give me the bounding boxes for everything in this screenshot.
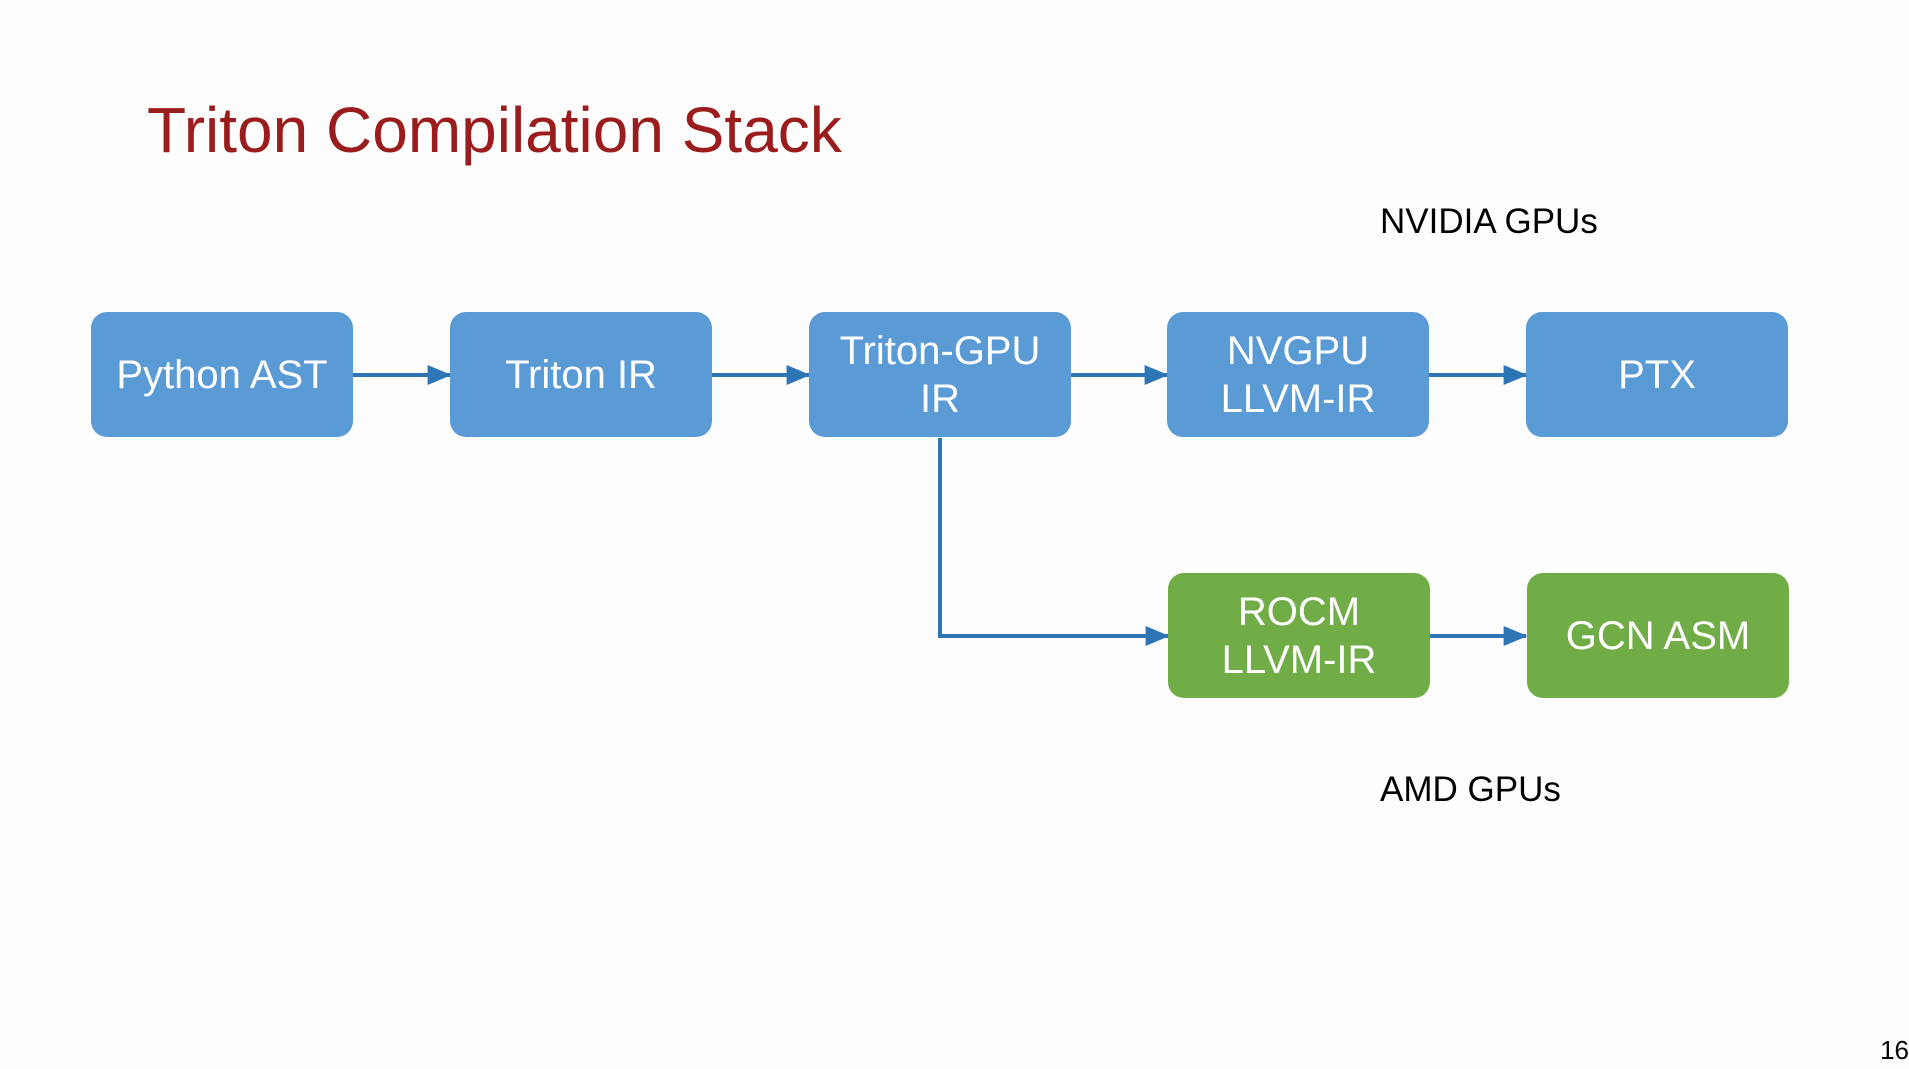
- node-nvgpu-llvm-ir: NVGPU LLVM-IR: [1167, 312, 1429, 437]
- node-triton-ir-label: Triton IR: [505, 352, 657, 397]
- node-ptx-label: PTX: [1618, 352, 1696, 397]
- node-ptx: PTX: [1526, 312, 1788, 437]
- node-gcn-asm-label: GCN ASM: [1565, 613, 1751, 658]
- node-nvgpu-llvm-ir-label: NVGPU LLVM-IR: [1220, 328, 1376, 421]
- node-triton-gpu-ir-label: Triton-GPU IR: [839, 328, 1041, 421]
- nvidia-gpus-label: NVIDIA GPUs: [1380, 202, 1598, 241]
- node-triton-gpu-ir: Triton-GPU IR: [809, 312, 1071, 437]
- amd-gpus-label: AMD GPUs: [1380, 770, 1561, 809]
- node-rocm-llvm-ir: ROCM LLVM-IR: [1168, 573, 1430, 698]
- node-triton-ir: Triton IR: [450, 312, 712, 437]
- slide-title: Triton Compilation Stack: [147, 94, 842, 166]
- edge-triton-gpu-ir-to-rocm-llvm-ir: [938, 438, 1170, 646]
- node-python-ast-label: Python AST: [116, 352, 328, 397]
- node-rocm-llvm-ir-label: ROCM LLVM-IR: [1221, 589, 1377, 682]
- node-gcn-asm: GCN ASM: [1527, 573, 1789, 698]
- slide-number: 16: [1880, 1035, 1909, 1065]
- node-python-ast: Python AST: [91, 312, 353, 437]
